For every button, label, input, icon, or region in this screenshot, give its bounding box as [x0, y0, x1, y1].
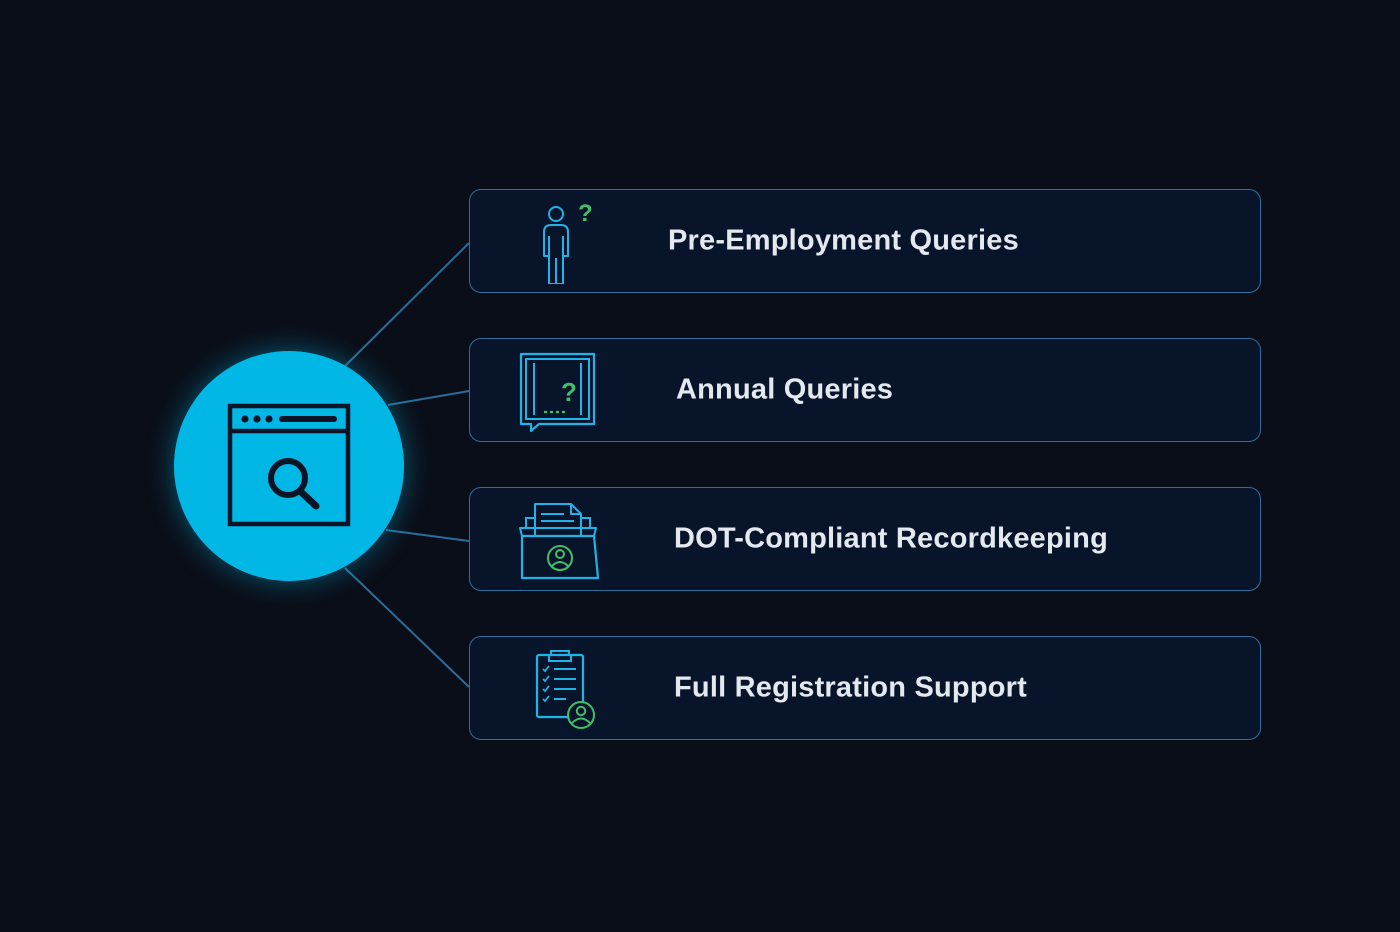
- item-label: Full Registration Support: [674, 671, 1027, 704]
- connector-line: [344, 567, 470, 688]
- browser-search-icon: [227, 403, 351, 527]
- item-label: Pre-Employment Queries: [668, 224, 1019, 257]
- chat-question-icon: ?: [519, 352, 596, 433]
- item-card-annual-queries: ? Annual Queries: [469, 338, 1261, 442]
- hub-circle: [174, 351, 404, 581]
- folder-document-user-icon: [519, 503, 600, 580]
- connector-line: [385, 529, 470, 542]
- clipboard-checklist-user-icon: [535, 650, 595, 729]
- item-label: Annual Queries: [676, 373, 894, 406]
- connector-line: [344, 242, 470, 367]
- item-card-dot-compliant-recordkeeping: DOT-Compliant Recordkeeping: [469, 487, 1261, 591]
- item-card-pre-employment-queries: ? Pre-Employment Queries: [469, 189, 1261, 293]
- person-question-icon: ?: [543, 202, 593, 284]
- item-label: DOT-Compliant Recordkeeping: [674, 522, 1108, 555]
- svg-text:?: ?: [578, 202, 593, 227]
- svg-text:?: ?: [561, 377, 577, 407]
- connector-line: [387, 390, 470, 406]
- item-card-full-registration-support: Full Registration Support: [469, 636, 1261, 740]
